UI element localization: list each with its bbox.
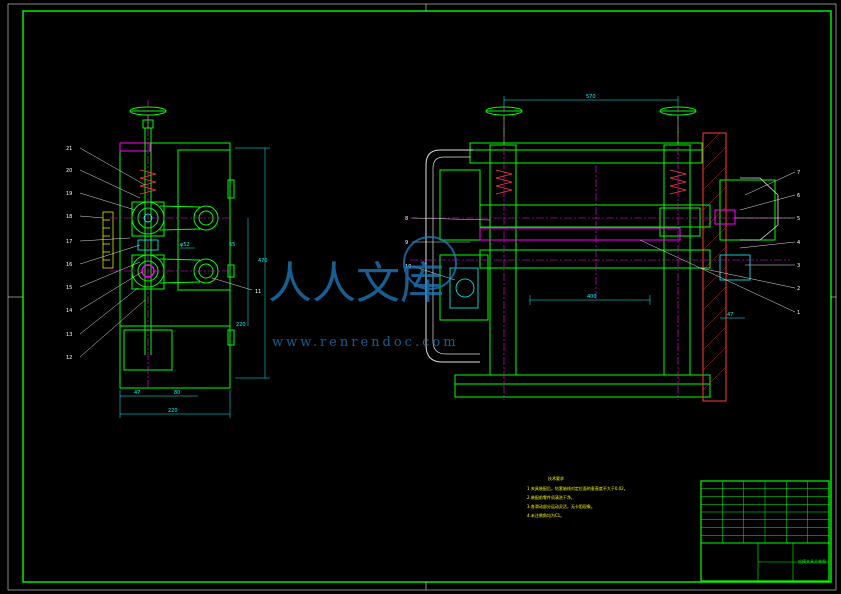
requirements-heading: 技术要求 (548, 475, 564, 481)
left-view: 21 20 19 18 17 16 15 14 13 12 11 220 47 … (66, 100, 270, 418)
requirement-2: 2.装配前零件须清洗干净。 (527, 494, 575, 500)
label-20: 20 (66, 168, 72, 174)
dim-height-b: 65 (229, 242, 235, 248)
dim-side: 47 (727, 312, 733, 318)
technical-requirements: 技术要求 1.夹具装配后，钻套轴线对定位面的垂直度不大于0.02。 2.装配前零… (527, 475, 628, 518)
label-17: 17 (66, 239, 72, 245)
dim-top-span: 570 (586, 94, 596, 100)
label-3: 3 (797, 263, 800, 269)
label-15: 15 (66, 285, 72, 291)
right-view: 570 (405, 94, 800, 402)
label-18: 18 (66, 214, 72, 220)
label-19: 19 (66, 191, 72, 197)
title-block: 钻模夹具总装图 (700, 480, 830, 582)
dim-height-a: 220 (236, 322, 246, 328)
label-12: 12 (66, 355, 72, 361)
label-2: 2 (797, 286, 800, 292)
inner-frame (22, 10, 832, 583)
label-1: 1 (797, 310, 800, 316)
requirement-3: 3.各滑动部分运动灵活，无卡阻现象。 (527, 503, 595, 509)
requirement-4: 4.未注倒角均为C1。 (527, 512, 564, 518)
dim-width-a: 47 (134, 390, 140, 396)
label-10: 10 (405, 264, 411, 270)
label-13: 13 (66, 332, 72, 338)
dim-width-total: 220 (168, 408, 178, 414)
dim-dia: φ52 (180, 242, 190, 248)
title-block-name: 钻模夹具总装图 (798, 558, 826, 564)
watermark-url: www.renrendoc.com (272, 335, 459, 350)
watermark-brand: 人人文库 (268, 258, 444, 309)
label-16: 16 (66, 262, 72, 268)
requirement-1: 1.夹具装配后，钻套轴线对定位面的垂直度不大于0.02。 (527, 485, 628, 491)
label-21: 21 (66, 146, 72, 152)
label-14: 14 (66, 308, 72, 314)
label-4: 4 (797, 240, 800, 246)
label-9: 9 (405, 240, 408, 246)
watermark: 人人文库 www.renrendoc.com (268, 236, 459, 350)
dim-width-b: 80 (174, 390, 180, 396)
dim-mid-span: 400 (587, 294, 597, 300)
label-6: 6 (797, 193, 800, 199)
label-5: 5 (797, 216, 800, 222)
label-11: 11 (255, 289, 261, 295)
centering-marks (8, 4, 836, 590)
dim-height-total: 470 (258, 258, 268, 264)
label-8: 8 (405, 216, 408, 222)
label-7: 7 (797, 170, 800, 176)
